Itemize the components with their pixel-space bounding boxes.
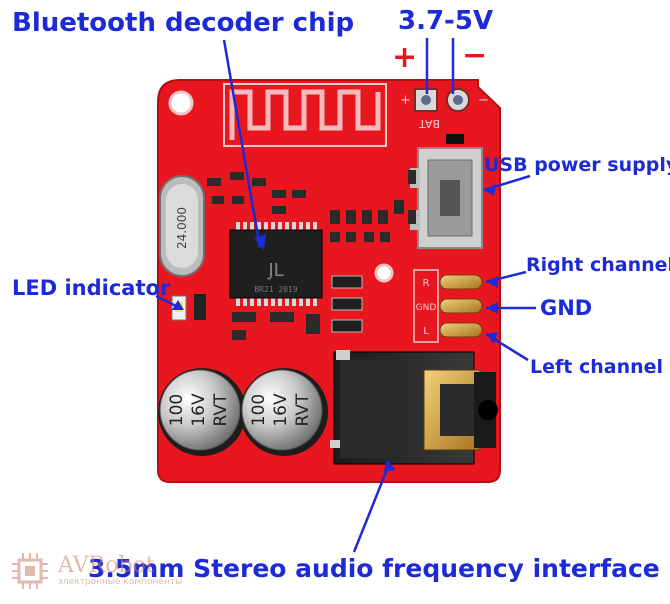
left-channel-label: Left channel bbox=[530, 356, 664, 378]
bat-plus-hole bbox=[421, 95, 431, 105]
gnd-label: GND bbox=[540, 296, 593, 320]
capacitor-right: 100 16V RVT bbox=[240, 368, 328, 456]
bat-minus-silk: − bbox=[478, 93, 489, 108]
watermark: AVRobot электронные компоненты bbox=[10, 552, 182, 590]
watermark-subtitle: электронные компоненты bbox=[58, 577, 183, 587]
cap1-line3: RVT bbox=[211, 393, 231, 427]
crystal-oscillator: 24.000 bbox=[159, 175, 205, 277]
crystal-label: 24.000 bbox=[175, 207, 189, 249]
cap1-line2: 16V bbox=[189, 393, 209, 427]
pad-r-silk: R bbox=[423, 278, 430, 289]
resistor-column bbox=[232, 275, 363, 340]
watermark-title: AVRobot bbox=[58, 553, 155, 578]
antenna-outline bbox=[223, 83, 387, 147]
chip-logo-icon bbox=[12, 553, 48, 589]
bat-minus-hole bbox=[453, 95, 463, 105]
annotation-arrowheads bbox=[172, 184, 498, 472]
pad-gnd-silk: GND bbox=[416, 303, 437, 313]
bluetooth-chip: JL BR21 2019 bbox=[229, 222, 323, 306]
annotation-lines bbox=[155, 38, 536, 553]
bluetooth-chip-label: Bluetooth decoder chip bbox=[12, 8, 355, 38]
plus-label: + bbox=[392, 40, 418, 75]
minus-label: − bbox=[462, 38, 488, 73]
voltage-label: 3.7-5V bbox=[398, 6, 494, 36]
svg-text:JL: JL bbox=[267, 260, 283, 281]
cap1-line1: 100 bbox=[167, 394, 187, 426]
smd-components bbox=[207, 170, 416, 242]
capacitor-left: 100 16V RVT bbox=[158, 368, 246, 456]
right-channel-label: Right channel bbox=[526, 254, 670, 276]
usb-label: USB power supply bbox=[484, 154, 670, 176]
output-pads: R GND L bbox=[413, 269, 483, 343]
mount-hole-mid bbox=[374, 263, 394, 283]
antenna-trace bbox=[229, 89, 381, 140]
bat-plus-silk: + bbox=[400, 93, 411, 108]
cap2-line1: 100 bbox=[249, 394, 269, 426]
audio-interface-label: 3.5mm Stereo audio frequency interface bbox=[88, 554, 660, 583]
cap2-line2: 16V bbox=[271, 393, 291, 427]
bat-silk: BAT bbox=[419, 117, 440, 130]
smd-diode bbox=[446, 134, 464, 144]
svg-text:BR21 2019: BR21 2019 bbox=[254, 285, 298, 294]
mount-hole bbox=[168, 90, 194, 116]
cap2-line3: RVT bbox=[293, 393, 313, 427]
led-label: LED indicator bbox=[12, 276, 171, 300]
audio-jack bbox=[330, 350, 498, 465]
pad-l-silk: L bbox=[423, 326, 429, 337]
